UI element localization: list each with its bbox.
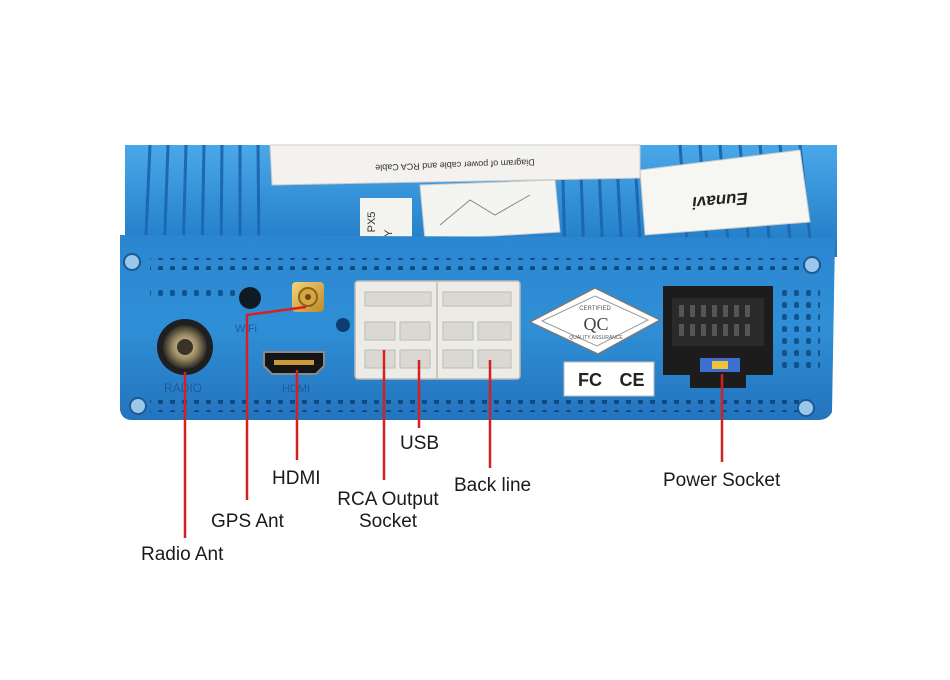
cert-sticker: FC CE (563, 361, 655, 397)
sticker-chart (419, 179, 561, 241)
fcc-mark: FC (578, 370, 602, 390)
gps-ant-callout-label: GPS Ant (211, 511, 284, 532)
connector-block (354, 280, 521, 380)
qc-bottom-text: QUALITY ASSURANCE (569, 335, 623, 341)
back-line-callout-label: Back line (454, 475, 532, 496)
radio-ant-callout-label: Radio Ant (141, 544, 224, 565)
power-socket (663, 286, 773, 388)
qc-top-text: CERTIFIED (579, 306, 611, 312)
hdmi-callout-label: HDMI (272, 468, 321, 489)
screw (803, 256, 821, 274)
qc-main-text: QC (583, 314, 608, 334)
screw (129, 397, 147, 415)
gps-ant-port (292, 282, 324, 312)
gps-ant-leader (245, 305, 307, 500)
radio-port-label: RADIO (164, 381, 202, 395)
sticker-brand: Eunavi (639, 149, 811, 236)
ce-mark: CE (619, 370, 644, 390)
screw (123, 253, 141, 271)
screw-hole (336, 318, 350, 332)
radio-ant-port: RADIO (157, 319, 213, 395)
brand-logo: Eunavi (690, 189, 748, 213)
usb-callout-label: USB (400, 433, 440, 454)
hdmi-port: HDMI (263, 351, 325, 395)
rca-output-callout-label-line1: RCA Output (337, 489, 439, 510)
qc-badge: CERTIFIED QC QUALITY ASSURANCE (528, 287, 662, 355)
power-socket-callout-label: Power Socket (663, 470, 781, 491)
screw (797, 399, 815, 417)
rca-output-callout-label-line2: Socket (358, 511, 418, 532)
callout-lines (183, 305, 724, 538)
sticker-diagram: Diagram of power cable and RCA Cable (269, 144, 641, 186)
